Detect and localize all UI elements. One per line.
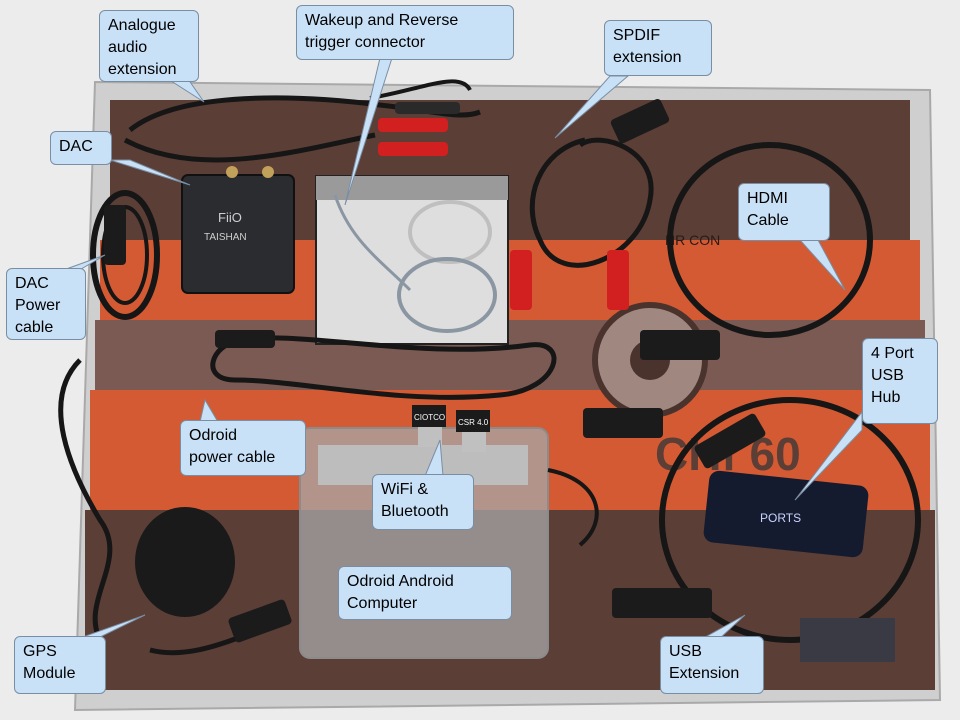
usb-extension-plug bbox=[612, 588, 712, 618]
spdif-cable bbox=[529, 137, 654, 268]
odroid-power-plug bbox=[215, 330, 275, 348]
wakeup-cable-coil-2 bbox=[397, 257, 497, 333]
usb-hub-cable bbox=[659, 397, 921, 643]
callout-dac-power: DAC Power cable bbox=[6, 268, 86, 340]
wifi-dongle bbox=[412, 405, 446, 427]
gps-cable bbox=[58, 358, 113, 642]
rca-red-plug-2 bbox=[378, 142, 448, 156]
callout-odroid-computer: Odroid Android Computer bbox=[338, 566, 512, 620]
bt-dongle-text: CSR 4.0 bbox=[458, 418, 489, 427]
wakeup-cable-coil-1 bbox=[408, 200, 492, 264]
analogue-cable-tail bbox=[369, 79, 472, 100]
callout-hdmi: HDMI Cable bbox=[738, 183, 830, 241]
bt-usb-connector bbox=[462, 432, 486, 452]
tail-spdif bbox=[554, 75, 630, 139]
hdmi-coil bbox=[667, 142, 873, 338]
callout-usb-hub: 4 Port USB Hub bbox=[862, 338, 938, 424]
dac-brand: FiiO bbox=[218, 210, 242, 225]
dac-jack-2 bbox=[262, 166, 274, 178]
rca-black-plug bbox=[395, 102, 460, 114]
cassette-small-text: NR CON bbox=[665, 232, 720, 248]
callout-odroid-power: Odroid power cable bbox=[180, 420, 306, 476]
usb-hub-plug bbox=[694, 413, 766, 469]
spdif-red-plug-2 bbox=[607, 250, 629, 310]
analogue-cable-loop bbox=[123, 132, 376, 163]
dac-power-coil bbox=[90, 190, 160, 320]
usb-hub-brand: PORTS bbox=[760, 511, 801, 525]
tail-dac bbox=[109, 159, 191, 186]
dac-box bbox=[181, 174, 295, 294]
velcro-pad bbox=[800, 618, 895, 662]
callout-wifi-bluetooth: WiFi & Bluetooth bbox=[372, 474, 474, 530]
gps-puck bbox=[135, 507, 235, 617]
wakeup-inset-strip bbox=[316, 176, 508, 200]
bt-dongle bbox=[456, 410, 490, 432]
callout-gps-module: GPS Module bbox=[14, 636, 106, 694]
wifi-dongle-text: CIOTCO bbox=[414, 413, 445, 422]
rca-red-plug-1 bbox=[378, 118, 448, 132]
odroid-power-cable bbox=[210, 335, 557, 400]
callout-analogue-audio: Analogue audio extension bbox=[99, 10, 199, 82]
dac-usb-plug bbox=[104, 205, 126, 265]
analogue-cable bbox=[128, 95, 481, 132]
odroid-lead bbox=[547, 468, 599, 547]
wakeup-lead bbox=[333, 194, 412, 292]
wifi-usb-connector bbox=[418, 427, 442, 447]
spdif-red-plug-1 bbox=[510, 250, 532, 310]
hdmi-plug-top bbox=[610, 99, 670, 144]
callout-usb-extension: USB Extension bbox=[660, 636, 764, 694]
callout-dac: DAC bbox=[50, 131, 112, 165]
usb-hub bbox=[703, 470, 869, 558]
dac-model: TAISHAN bbox=[204, 232, 247, 243]
dac-jack-1 bbox=[226, 166, 238, 178]
callout-wakeup-trigger: Wakeup and Reverse trigger connector bbox=[296, 5, 514, 60]
hdmi-plug bbox=[640, 330, 720, 360]
gps-usb-plug bbox=[228, 599, 292, 643]
usb-extension-end bbox=[583, 408, 663, 438]
callout-spdif: SPDIF extension bbox=[604, 20, 712, 76]
wakeup-inset bbox=[315, 175, 509, 345]
